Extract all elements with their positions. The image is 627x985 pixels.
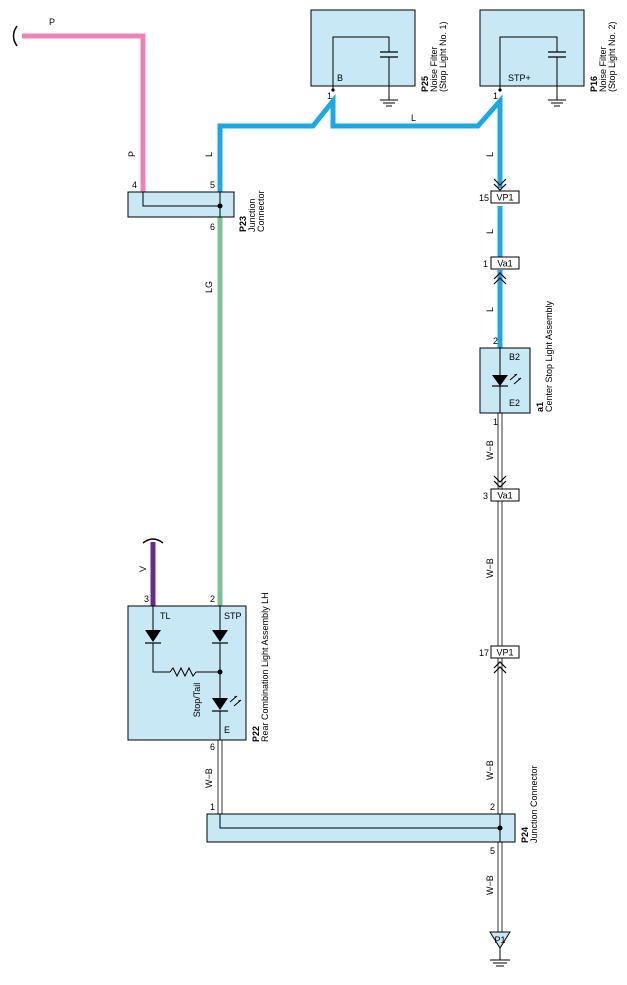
wire-label-l-p23: L	[204, 152, 214, 157]
wire-label-wb-4: W−B	[485, 760, 495, 780]
p24-name: Junction Connector	[529, 765, 539, 843]
noise-filter-1-line1: Noise Filter	[429, 46, 439, 92]
noise-filter-1-terminal: B	[337, 73, 343, 83]
center-stop-light-label: a1 Center Stop Light Assembly	[535, 300, 554, 412]
rear-light-pin-stp: 2	[210, 594, 215, 604]
noise-filter-1-pin: 1	[327, 91, 332, 101]
wire-label-l-2: L	[485, 229, 495, 234]
p23-pin-5: 5	[210, 180, 215, 190]
wire-purple-v	[142, 538, 164, 606]
center-stop-light-code: a1	[535, 402, 545, 412]
noise-filter-2: STP+ 1 P16 Noise Filter (Stop Light No. …	[479, 9, 617, 107]
wire-label-l-3: L	[485, 307, 495, 312]
p23-label: P23 Junction Connector	[238, 190, 266, 232]
junction-connector-p24: 1 2 5 P24 Junction Connector	[206, 765, 539, 856]
wire-blue-l	[217, 93, 503, 348]
p23-pin-6: 6	[210, 222, 215, 232]
rear-combination-light-assembly: TL STP Stop/Tail E 3 2 6 P22 Rear Combin…	[127, 592, 270, 752]
junction-connector-p23: 4 5 6 P23 Junction Connector	[127, 180, 266, 232]
wire-label-l-top: L	[411, 113, 416, 123]
center-stop-light-pin-top: 2	[493, 336, 498, 346]
noise-filter-2-pin: 1	[493, 91, 498, 101]
connector-vp1-top-pin: 15	[479, 193, 489, 203]
connector-vp1-top-label: VP1	[496, 193, 513, 203]
connector-vp1-top: VP1 15	[479, 178, 520, 204]
noise-filter-1-code: P25	[420, 76, 430, 92]
wire-label-l-1: L	[485, 152, 495, 157]
wire-label-wb-1: W−B	[204, 768, 214, 788]
wire-color-labels: P P L L L L L LG V W−B W−B W−B W−B W−B	[49, 17, 495, 895]
noise-filter-2-line1: Noise Filter	[598, 46, 608, 92]
rear-light-name: Rear Combination Light Assembly LH	[260, 592, 270, 742]
noise-filter-2-label: P16 Noise Filter (Stop Light No. 2)	[589, 21, 617, 92]
wire-label-wb-5: W−B	[485, 875, 495, 895]
connector-va1-bottom: Va1 3	[483, 475, 520, 502]
wire-label-wb-3: W−B	[485, 558, 495, 578]
p23-code: P23	[238, 216, 248, 232]
connector-vp1-bottom-pin: 17	[479, 648, 489, 658]
ground-point-p1: P1	[489, 931, 511, 967]
ground-point-code: P1	[494, 935, 505, 945]
rear-light-code: P22	[251, 726, 261, 742]
center-stop-light-term-bottom: E2	[509, 398, 520, 408]
noise-filter-2-terminal: STP+	[508, 73, 531, 83]
wire-label-p-side: P	[127, 151, 137, 157]
noise-filter-1-line2: (Stop Light No. 1)	[438, 21, 448, 92]
connector-va1-bottom-label: Va1	[497, 491, 512, 501]
noise-filter-1-label: P25 Noise Filter (Stop Light No. 1)	[420, 21, 448, 92]
connector-va1-top-label: Va1	[497, 259, 512, 269]
p24-code: P24	[520, 827, 530, 843]
rear-light-pin-tl: 3	[144, 594, 149, 604]
p24-pin-2: 2	[490, 802, 495, 812]
center-stop-light-assembly: B2 E2 2 1 a1 Center Stop Light Assembly	[479, 300, 554, 427]
p23-line1: Junction	[247, 198, 257, 232]
p24-label: P24 Junction Connector	[520, 765, 539, 843]
wire-pink-p	[12, 25, 146, 192]
noise-filter-1: B 1 P25 Noise Filter (Stop Light No. 1)	[310, 9, 448, 107]
wire-label-v: V	[138, 566, 148, 572]
p24-pin-5: 5	[490, 846, 495, 856]
p23-pin-4: 4	[132, 180, 137, 190]
wire-label-lg: LG	[204, 281, 214, 293]
connector-vp1-bottom: VP1 17	[479, 645, 520, 674]
center-stop-light-name: Center Stop Light Assembly	[544, 300, 554, 412]
rear-light-pin-e: 6	[210, 742, 215, 752]
p23-line2: Connector	[256, 190, 266, 232]
wire-white-black	[217, 413, 503, 932]
rear-light-term-led: Stop/Tail	[192, 683, 202, 718]
rear-light-term-stp: STP	[224, 611, 242, 621]
wire-label-wb-2: W−B	[485, 440, 495, 460]
p24-pin-1: 1	[210, 802, 215, 812]
connector-vp1-bottom-label: VP1	[496, 648, 513, 658]
rear-light-term-tl: TL	[160, 611, 171, 621]
center-stop-light-term-top: B2	[509, 352, 520, 362]
wire-label-p-top: P	[49, 17, 55, 27]
connector-va1-top: Va1 1	[483, 256, 520, 285]
rear-light-term-e: E	[224, 725, 230, 735]
connector-va1-bottom-pin: 3	[483, 491, 488, 501]
connector-va1-top-pin: 1	[483, 259, 488, 269]
rear-light-label: P22 Rear Combination Light Assembly LH	[251, 592, 270, 742]
noise-filter-2-code: P16	[589, 76, 599, 92]
noise-filter-2-line2: (Stop Light No. 2)	[607, 21, 617, 92]
center-stop-light-pin-bottom: 1	[493, 417, 498, 427]
